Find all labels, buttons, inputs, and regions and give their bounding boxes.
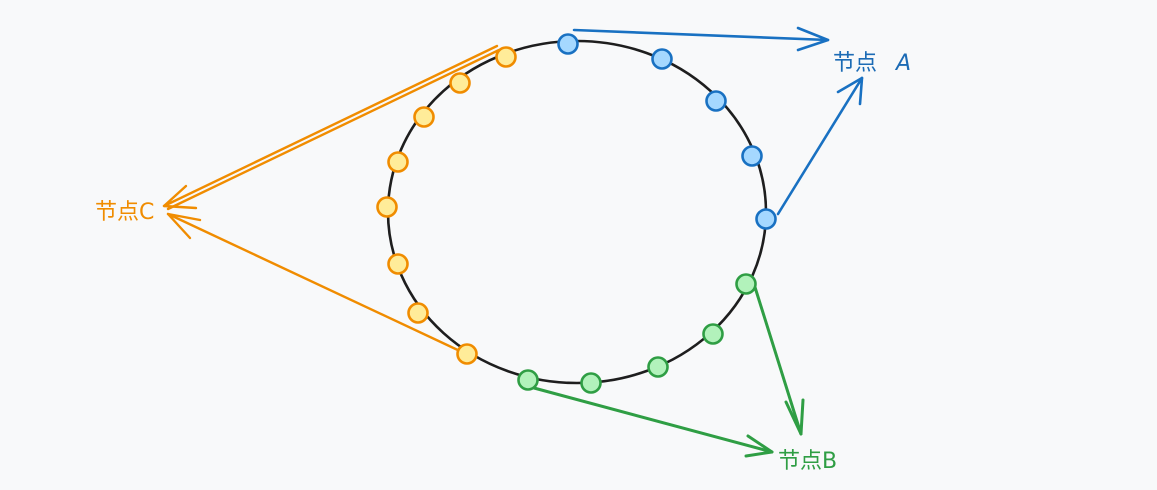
ring-point-c [449, 72, 471, 94]
ring-point-c [456, 343, 478, 365]
ring-point-c [413, 106, 435, 128]
node-b-arrows [532, 282, 805, 458]
node-a-letter: A [894, 51, 911, 76]
ring-point-c [376, 196, 398, 218]
arrow-b-bottom [532, 386, 774, 454]
ring-point-b [702, 323, 724, 345]
arrow-b-right-head [784, 398, 805, 436]
ring-point-a [705, 90, 727, 112]
arrow-c-top-head [162, 184, 198, 210]
arrow-b-bottom-head [744, 434, 774, 458]
node-a-points [557, 33, 777, 230]
ring-point-b [580, 372, 602, 394]
arrow-c-bottom [166, 212, 464, 354]
node-c-arrows [162, 44, 501, 354]
node-c-points [376, 46, 517, 365]
ring-point-a [651, 48, 673, 70]
ring-point-b [647, 356, 669, 378]
arrow-a-top-head [796, 26, 830, 52]
ring-point-b [735, 273, 757, 295]
node-c-label: 节点C [95, 200, 154, 225]
node-a-label: 节点 [833, 51, 877, 76]
node-a-arrows [572, 26, 864, 216]
ring-point-b [517, 369, 539, 391]
ring-point-c [407, 302, 429, 324]
node-b-label: 节点B [778, 449, 837, 474]
arrow-c-top-2 [166, 48, 501, 211]
ring-point-c [495, 46, 517, 68]
arrow-a-top [572, 28, 830, 42]
node-b-points [517, 273, 757, 394]
ring-point-c [387, 253, 409, 275]
arrow-b-right [752, 282, 803, 436]
ring-point-a [741, 145, 763, 167]
arrow-c-top [162, 44, 499, 208]
ring-point-a [557, 33, 579, 55]
ring-point-a [755, 208, 777, 230]
arrow-c-bottom-head [166, 212, 202, 240]
arrow-a-right [776, 76, 864, 216]
ring-point-c [387, 151, 409, 173]
arrow-a-right-head [836, 76, 864, 106]
